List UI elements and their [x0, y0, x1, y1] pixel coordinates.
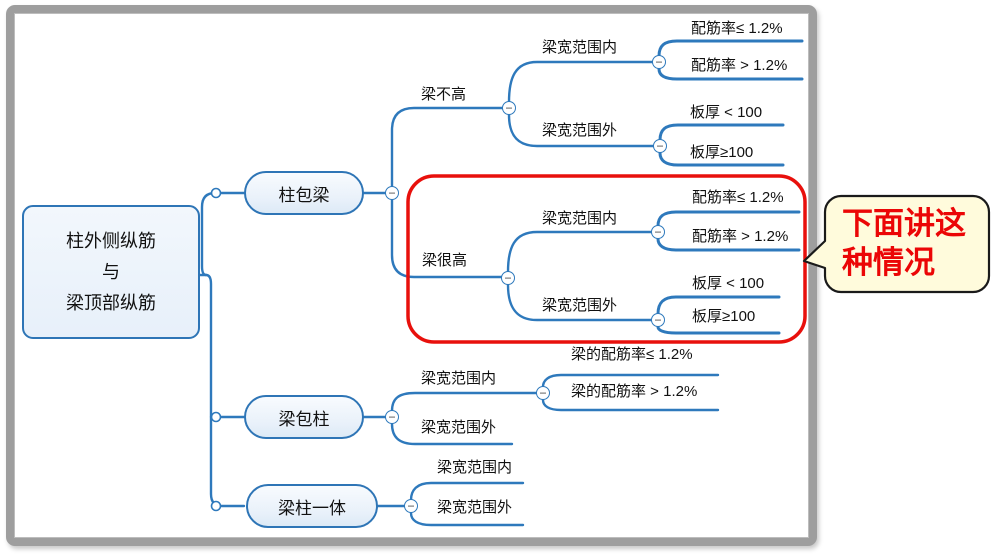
topic-column-wraps-beam[interactable]: 柱包梁 [244, 171, 364, 215]
topic-rebar-ratio-gt-b[interactable]: 配筋率 > 1.2% [692, 228, 789, 245]
topic-outside-beam-width-c[interactable]: 梁宽范围外 [421, 419, 497, 436]
topic-beam-rebar-ratio-gt[interactable]: 梁的配筋率 > 1.2% [571, 383, 698, 400]
collapse-button-beam-very-tall[interactable]: − [501, 271, 515, 285]
topic-root-line3: 梁顶部纵筋 [66, 292, 156, 313]
collapse-button-within-width-a[interactable]: − [652, 55, 666, 69]
topic-outside-beam-width-a[interactable]: 梁宽范围外 [542, 122, 618, 139]
collapse-button-within-width-b[interactable]: − [651, 225, 665, 239]
topic-rebar-ratio-le-a[interactable]: 配筋率≤ 1.2% [691, 20, 783, 37]
callout-text-line2: 种情况 [842, 245, 935, 280]
callout-text: 下面讲这 种情况 [842, 204, 966, 282]
topic-root-line1: 柱外侧纵筋 [66, 230, 156, 251]
collapse-button-column-wraps-beam[interactable]: − [385, 186, 399, 200]
topic-rebar-ratio-le-b[interactable]: 配筋率≤ 1.2% [692, 189, 784, 206]
collapse-button-beam-not-tall[interactable]: − [502, 101, 516, 115]
topic-outside-beam-width-d[interactable]: 梁宽范围外 [437, 499, 513, 516]
topic-root[interactable]: 柱外侧纵筋 与 梁顶部纵筋 [22, 205, 200, 339]
collapse-button-outside-width-b[interactable]: − [651, 313, 665, 327]
topic-beam-rebar-ratio-le[interactable]: 梁的配筋率≤ 1.2% [571, 346, 693, 363]
topic-beam-column-integrated[interactable]: 梁柱一体 [246, 484, 378, 528]
branch-junction-dots [210, 187, 222, 512]
topic-outside-beam-width-b[interactable]: 梁宽范围外 [542, 297, 618, 314]
topic-within-beam-width-d[interactable]: 梁宽范围内 [437, 459, 513, 476]
topic-slab-ge-100-b[interactable]: 板厚≥100 [692, 308, 756, 325]
topic-slab-ge-100-a[interactable]: 板厚≥100 [690, 144, 754, 161]
topic-slab-lt-100-a[interactable]: 板厚 < 100 [690, 104, 763, 121]
collapse-button-outside-width-a[interactable]: − [653, 139, 667, 153]
callout-bubble-shape[interactable] [802, 194, 991, 294]
topic-slab-lt-100-b[interactable]: 板厚 < 100 [692, 275, 765, 292]
topic-rebar-ratio-gt-a[interactable]: 配筋率 > 1.2% [691, 57, 788, 74]
topic-root-line2: 与 [102, 261, 120, 282]
topic-beam-not-tall[interactable]: 梁不高 [421, 86, 467, 103]
topic-beam-very-tall[interactable]: 梁很高 [422, 252, 468, 269]
callout-text-line1: 下面讲这 [842, 206, 966, 241]
branch-connectors [195, 60, 720, 527]
topic-within-beam-width-b[interactable]: 梁宽范围内 [542, 210, 618, 227]
topic-beam-wraps-column[interactable]: 梁包柱 [244, 395, 364, 439]
collapse-button-beam-column-integrated[interactable]: − [404, 499, 418, 513]
leaf-underlines [656, 39, 804, 335]
topic-within-beam-width-a[interactable]: 梁宽范围内 [542, 39, 618, 56]
topic-within-beam-width-c[interactable]: 梁宽范围内 [421, 370, 497, 387]
collapse-button-within-width-c[interactable]: − [536, 386, 550, 400]
collapse-button-beam-wraps-column[interactable]: − [385, 410, 399, 424]
